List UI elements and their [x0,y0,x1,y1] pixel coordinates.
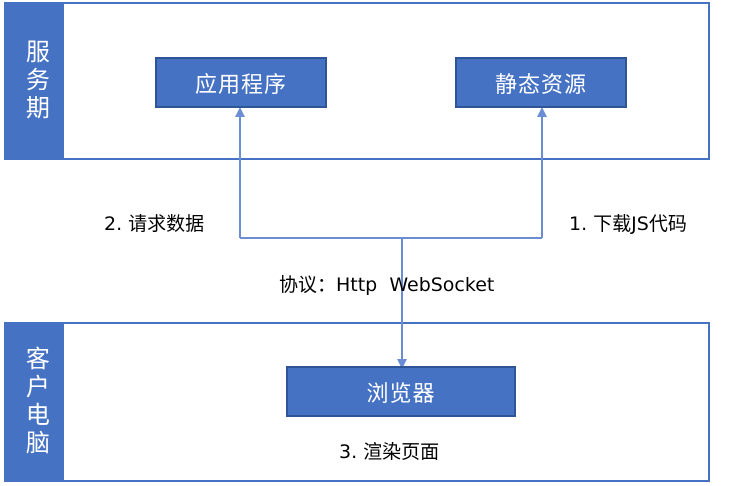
client-label: 客户电脑 [6,324,64,480]
request-data-label: 2. 请求数据 [104,213,205,235]
render-page-label: 3. 渲染页面 [339,441,440,463]
app-node: 应用程序 [155,57,327,108]
static-resources-node: 静态资源 [455,57,627,108]
download-js-label: 1. 下载JS代码 [569,213,687,235]
protocol-label: 协议：Http WebSocket [279,274,495,296]
server-label: 服务期 [6,4,64,158]
browser-node: 浏览器 [286,366,516,417]
